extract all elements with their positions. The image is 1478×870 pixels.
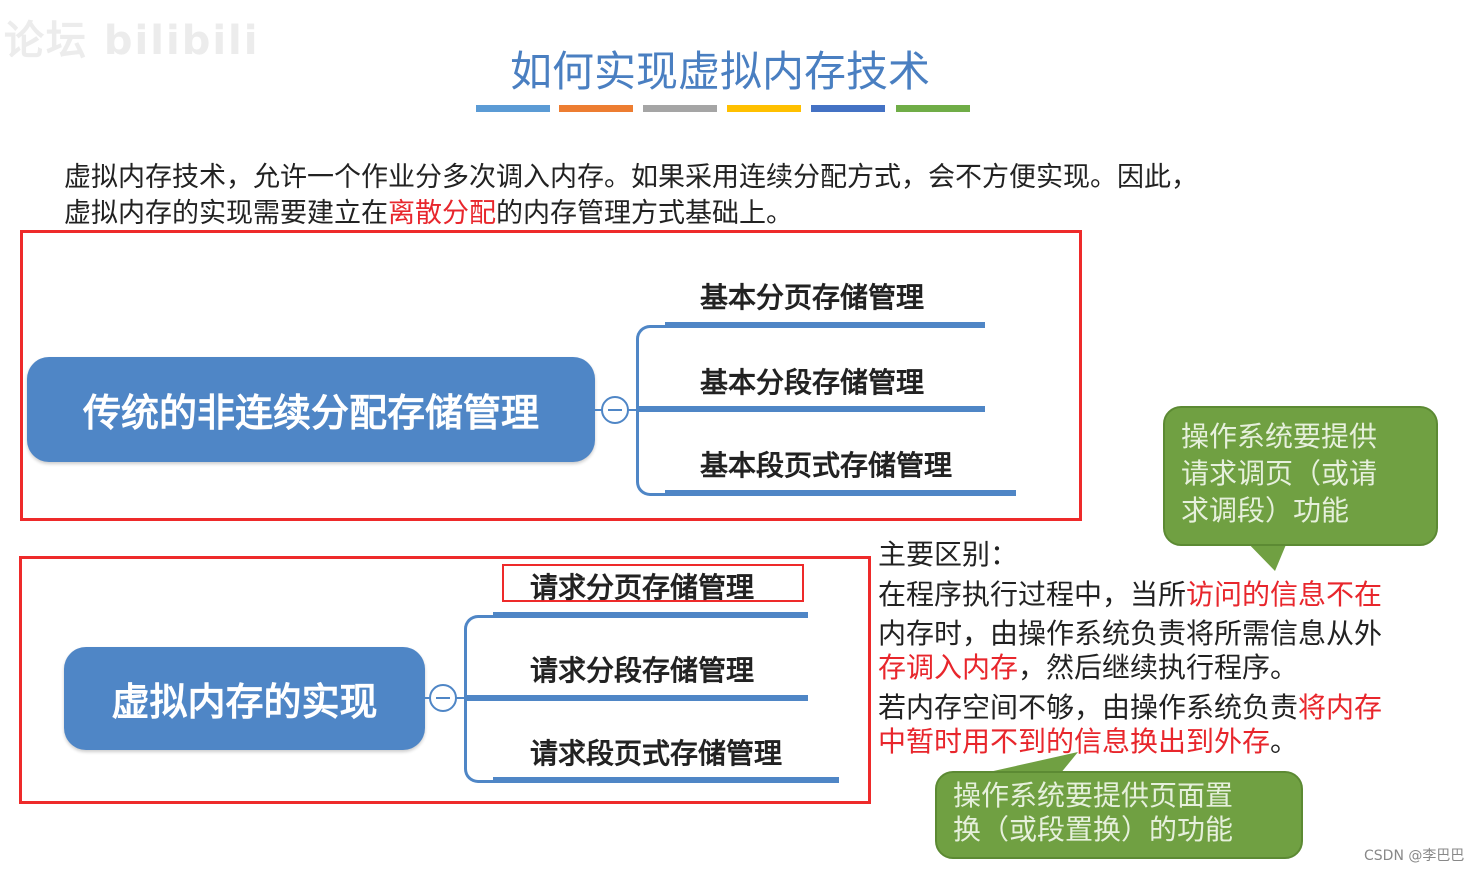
branch-label: 请求段页式存储管理 — [530, 737, 783, 770]
highlight-text: 将内存 — [1298, 691, 1383, 724]
accent-bar — [643, 105, 717, 112]
callout-page-replacement: 操作系统要提供页面置 换（或段置换）的功能 — [935, 771, 1303, 859]
highlight-text: 离散分配 — [388, 198, 496, 229]
callout-line: 操作系统要提供 — [1181, 420, 1378, 453]
highlight-box — [502, 564, 804, 602]
accent-bar — [559, 105, 633, 112]
branch-line — [665, 490, 1016, 496]
branch-line — [637, 406, 985, 412]
intro-line-2: 虚拟内存的实现需要建立在离散分配的内存管理方式基础上。 — [64, 191, 793, 230]
slide-title: 如何实现虚拟内存技术 — [509, 47, 930, 96]
diff-line: 存调入内存，然后继续执行程序。 — [878, 646, 1298, 686]
text: ，然后继续执行程序。 — [1018, 651, 1299, 684]
diff-heading: 主要区别： — [878, 538, 1019, 571]
diff-line: 内存时，由操作系统负责将所需信息从外 — [878, 617, 1383, 650]
collapse-icon[interactable] — [601, 396, 629, 424]
branch-label: 基本分段存储管理 — [700, 366, 925, 399]
accent-bar — [811, 105, 885, 112]
branch-label: 请求分段存储管理 — [530, 654, 755, 687]
text: 在程序执行过程中，当所 — [878, 578, 1187, 611]
highlight-text: 访问的信息不在 — [1186, 578, 1383, 611]
highlight-text: 存调入内存 — [878, 651, 1019, 684]
text: 若内存空间不够，由操作系统负责 — [878, 691, 1299, 724]
diff-line: 若内存空间不够，由操作系统负责将内存 — [878, 686, 1382, 726]
accent-bar — [476, 105, 550, 112]
traditional-frame — [20, 230, 1082, 521]
diff-line: 在程序执行过程中，当所访问的信息不在 — [878, 573, 1382, 613]
virtual-frame — [19, 556, 871, 804]
branch-line — [493, 777, 839, 783]
text: 。 — [1270, 725, 1299, 758]
watermark: 论坛 bilibili — [4, 18, 260, 64]
callout-line: 换（或段置换）的功能 — [953, 813, 1234, 846]
credit: CSDN @李巴巴 — [1364, 848, 1465, 864]
virtual-node: 虚拟内存的实现 — [64, 647, 425, 750]
branch-label: 请求分页存储管理 — [530, 571, 755, 604]
branch-label: 基本分页存储管理 — [700, 281, 925, 314]
callout-line: 请求调页（或请 — [1181, 457, 1378, 490]
callout-line: 操作系统要提供页面置 — [953, 779, 1234, 812]
branch-line — [665, 322, 985, 328]
callout-demand-paging: 操作系统要提供 请求调页（或请 求调段）功能 — [1163, 406, 1438, 546]
accent-bar — [727, 105, 801, 112]
highlight-text: 中暂时用不到的信息换出到外存 — [878, 725, 1271, 758]
intro-text: 虚拟内存的实现需要建立在 — [64, 198, 388, 229]
intro-line-1: 虚拟内存技术，允许一个作业分多次调入内存。如果采用连续分配方式，会不方便实现。因… — [64, 162, 1198, 193]
collapse-icon[interactable] — [429, 684, 457, 712]
traditional-node: 传统的非连续分配存储管理 — [27, 357, 595, 462]
callout-line: 求调段）功能 — [1181, 494, 1350, 527]
branch-label: 基本段页式存储管理 — [700, 449, 953, 482]
bubble-tail — [980, 752, 1078, 774]
branch-line — [493, 612, 808, 618]
diff-line: 中暂时用不到的信息换出到外存。 — [878, 720, 1298, 760]
branch-line — [465, 695, 808, 701]
accent-bar — [896, 105, 970, 112]
intro-text: 的内存管理方式基础上。 — [496, 198, 793, 229]
